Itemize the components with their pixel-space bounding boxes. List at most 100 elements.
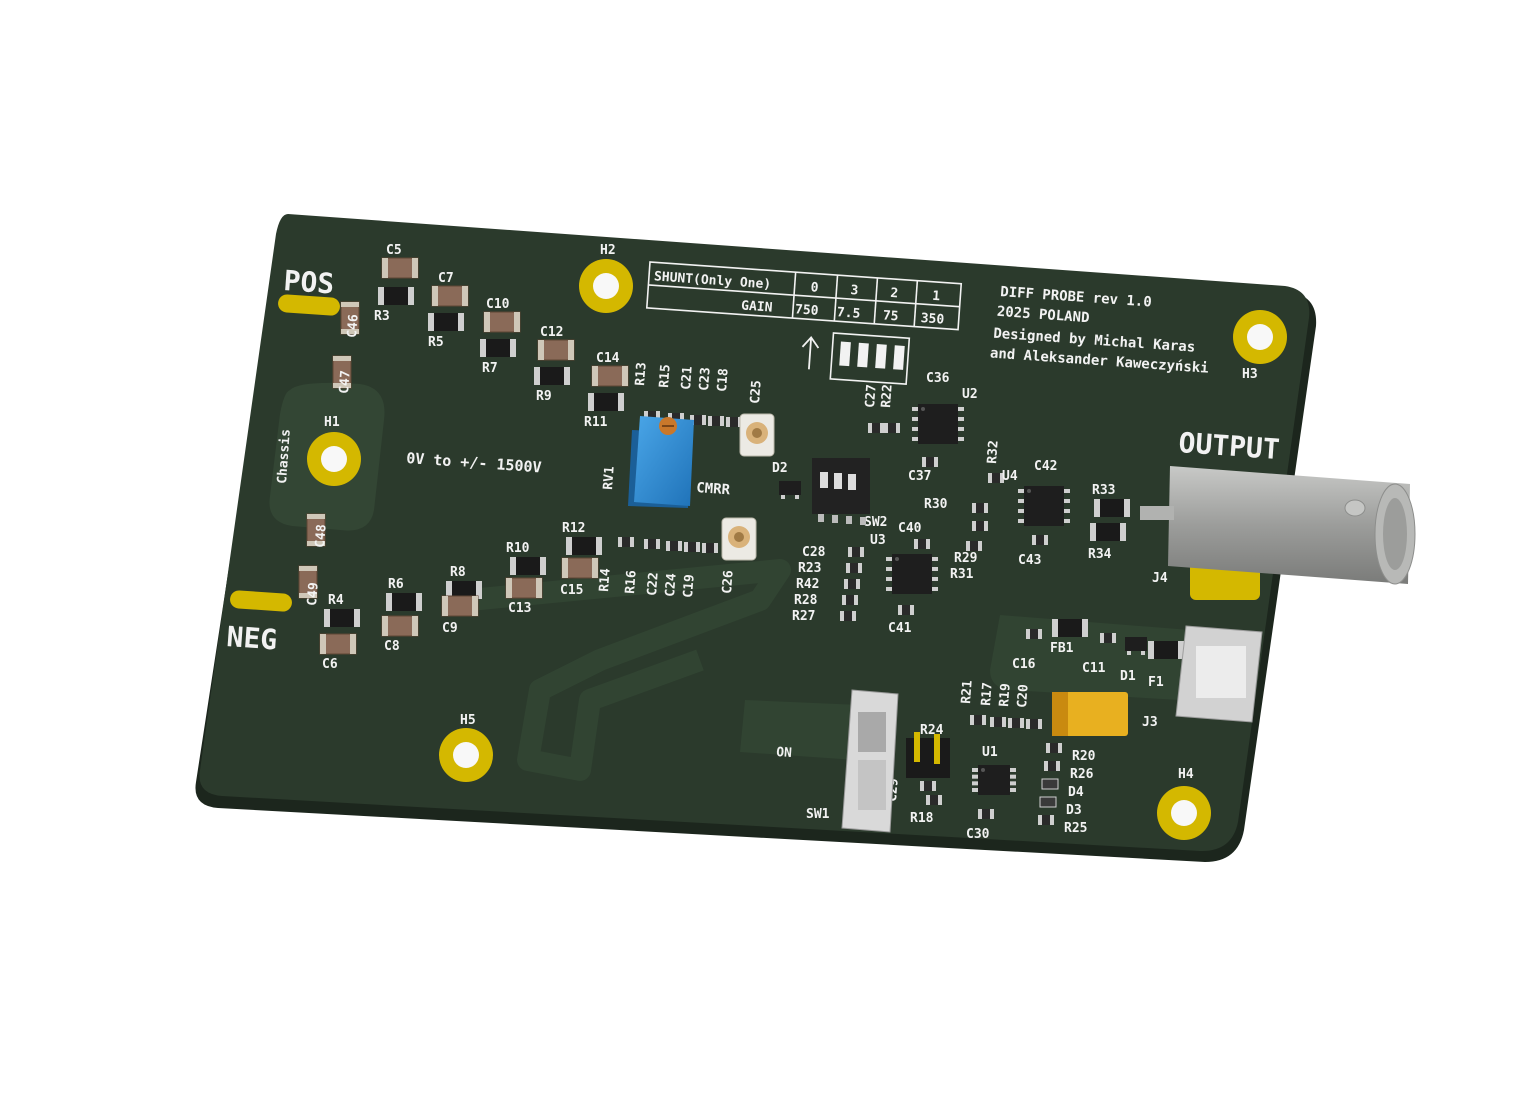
ref-label-c42: C42 [1034,459,1057,474]
ref-label-u3: U3 [870,533,886,548]
component-r16: R16 [623,539,660,594]
ref-label-c23: C23 [697,367,714,391]
trimmer-capacitor-c26[interactable] [721,517,757,561]
gain-table-shunt-2: 2 [890,286,899,302]
mounting-holes: H1 H2 H3 H4 H5 [307,243,1287,840]
gain-table-gain-3: 7.5 [836,305,860,322]
ref-label-j3: J3 [1142,715,1158,730]
ref-label-r10: R10 [506,541,530,556]
ref-label-f1: F1 [1148,675,1164,690]
ref-label-r20: R20 [1072,749,1096,764]
ref-label-u4: U4 [1002,469,1018,484]
ref-label-c36: C36 [926,371,950,386]
ref-label-c14: C14 [596,351,620,366]
component-r22: R22 [879,384,900,433]
on-label: ON [776,745,793,761]
mounting-hole-h3-label: H3 [1242,367,1258,382]
ref-label-c15: C15 [560,583,583,598]
component-r12: R12 [562,521,602,555]
component-c41: C41 [888,605,914,636]
component-f1: F1 [1148,641,1184,690]
component-r14: R14 [597,537,634,592]
ref-label-rv1: RV1 [601,466,618,491]
component-sw1: SW1 [806,807,830,822]
cmrr-label: CMRR [696,480,731,498]
ref-label-r31: R31 [950,567,974,582]
component-c11: C11 [1082,633,1116,676]
component-c22: C22 [645,541,682,596]
ref-label-u2: U2 [962,387,978,402]
ref-label-r42: R42 [796,577,819,592]
component-r27: R27 [792,609,856,624]
ref-label-c49: C49 [305,582,322,606]
component-c30: C30 [966,809,994,842]
ref-label-r7: R7 [482,361,498,376]
component-r30: R30 [924,497,988,513]
ref-label-c18: C18 [715,368,732,393]
component-d1: D1 [1120,637,1147,684]
ref-label-c40: C40 [898,521,922,536]
component-r21: R21 [959,680,986,725]
pos-input-pad[interactable] [277,294,340,316]
ref-label-fb1: FB1 [1050,641,1074,656]
ref-label-r34: R34 [1088,547,1112,562]
bnc-output-connector[interactable] [1140,466,1416,600]
component-c9: C9 [441,595,479,636]
component-c13: C13 [505,577,543,616]
ref-label-c21: C21 [679,366,696,391]
ref-label-c25: C25 [748,380,765,404]
component-r32: R32 [985,440,1004,483]
mounting-hole-h4: H4 [1157,767,1211,840]
component-r33: R33 [1092,483,1130,517]
ref-label-r22: R22 [879,384,896,408]
ref-label-c5: C5 [386,243,402,258]
component-r26: R26 [1044,761,1094,782]
component-sw2: SW2 [864,515,887,530]
usb-c-connector[interactable] [1175,625,1263,723]
ref-label-c46: C46 [345,314,362,339]
ref-label-r4: R4 [328,593,344,608]
ref-label-sw2: SW2 [864,515,887,530]
component-c49: C49 [298,565,322,606]
ref-label-c10: C10 [486,297,510,312]
mounting-hole-h5-label: H5 [460,713,476,728]
component-r5: R5 [428,313,464,350]
trimmer-potentiometer[interactable] [628,416,694,508]
dip-switch-sw2[interactable] [812,458,870,525]
tantalum-capacitor [1052,692,1128,736]
component-c40: C40 [898,521,930,549]
ref-label-r21: R21 [959,680,976,705]
component-c47: C47 [332,355,354,394]
ref-label-c9: C9 [442,621,458,636]
ref-label-c48: C48 [313,524,330,549]
component-c8: C8 [381,615,419,654]
ref-label-r17: R17 [979,682,996,706]
ref-label-r29: R29 [954,551,977,566]
component-r9: R9 [534,367,570,404]
component-r28: R28 [794,593,858,608]
neg-input-pad[interactable] [229,590,292,612]
component-u2: U2 [912,387,978,444]
component-r10: R10 [506,541,546,575]
ref-label-r3: R3 [374,309,390,324]
component-c28: C28 [802,545,864,560]
gain-table-shunt-3: 3 [850,283,859,299]
component-c19: C19 [681,543,718,598]
component-r8: R8 [446,565,482,599]
mounting-hole-h5: H5 [439,713,493,782]
ref-label-r11: R11 [584,415,608,430]
trimmer-capacitor-c25[interactable] [739,413,775,457]
power-slide-switch[interactable] [841,689,899,833]
jumper-header[interactable] [906,732,950,778]
ref-label-r26: R26 [1070,767,1094,782]
component-c36: C36 [926,371,950,386]
component-r25: R25 [1038,815,1087,836]
component-r23: R23 [798,561,862,576]
ref-label-r12: R12 [562,521,585,536]
component-u1: U1 [972,745,1016,795]
ref-label-r27: R27 [792,609,815,624]
ref-label-r25: R25 [1064,821,1087,836]
component-r13: R13 [633,362,660,421]
component-r31: R31 [950,541,982,582]
